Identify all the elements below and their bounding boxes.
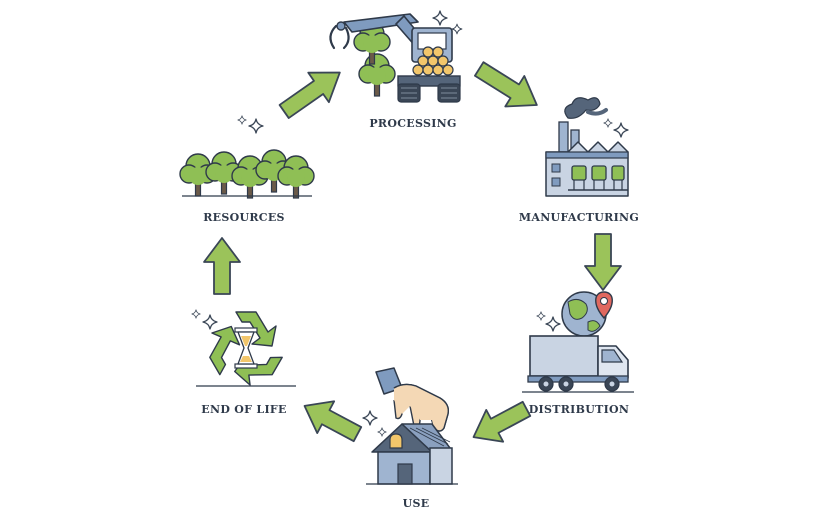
arrow-manufacturing-to-distribution [584,233,622,291]
arrow-use-to-end-of-life [303,400,363,443]
hand-house-icon [366,367,458,485]
stage-label-manufacturing: MANUFACTURING [518,211,640,224]
delivery-truck-icon [522,335,634,393]
sparkle-icon [536,311,546,321]
stage-label-resources: RESOURCES [203,211,285,224]
sparkle-icon [613,122,629,138]
stage-label-distribution: DISTRIBUTION [528,403,630,416]
sparkle-icon [603,118,613,128]
sparkle-icon [248,118,264,134]
sparkle-icon [362,410,378,426]
sparkle-icon [432,10,448,26]
forestry-harvester-icon [329,13,461,103]
globe-pin-icon [561,291,613,337]
sparkle-icon [202,314,218,330]
sparkle-icon [377,427,387,437]
stage-label-processing: PROCESSING [369,117,457,130]
arrow-resources-to-processing [278,71,341,119]
stage-label-end-of-life: END OF LIFE [201,403,287,416]
recycle-hourglass-icon [196,311,296,387]
sparkle-icon [191,309,201,319]
sparkle-icon [237,115,247,125]
sparkle-icon [545,316,561,332]
forest-trees-icon [179,149,315,199]
stage-label-use: USE [402,497,430,510]
sparkle-icon [451,23,463,35]
arrow-end-of-life-to-resources [203,237,241,295]
arrow-processing-to-manufacturing [474,61,538,108]
arrow-distribution-to-use [472,400,532,443]
factory-icon [545,97,629,197]
